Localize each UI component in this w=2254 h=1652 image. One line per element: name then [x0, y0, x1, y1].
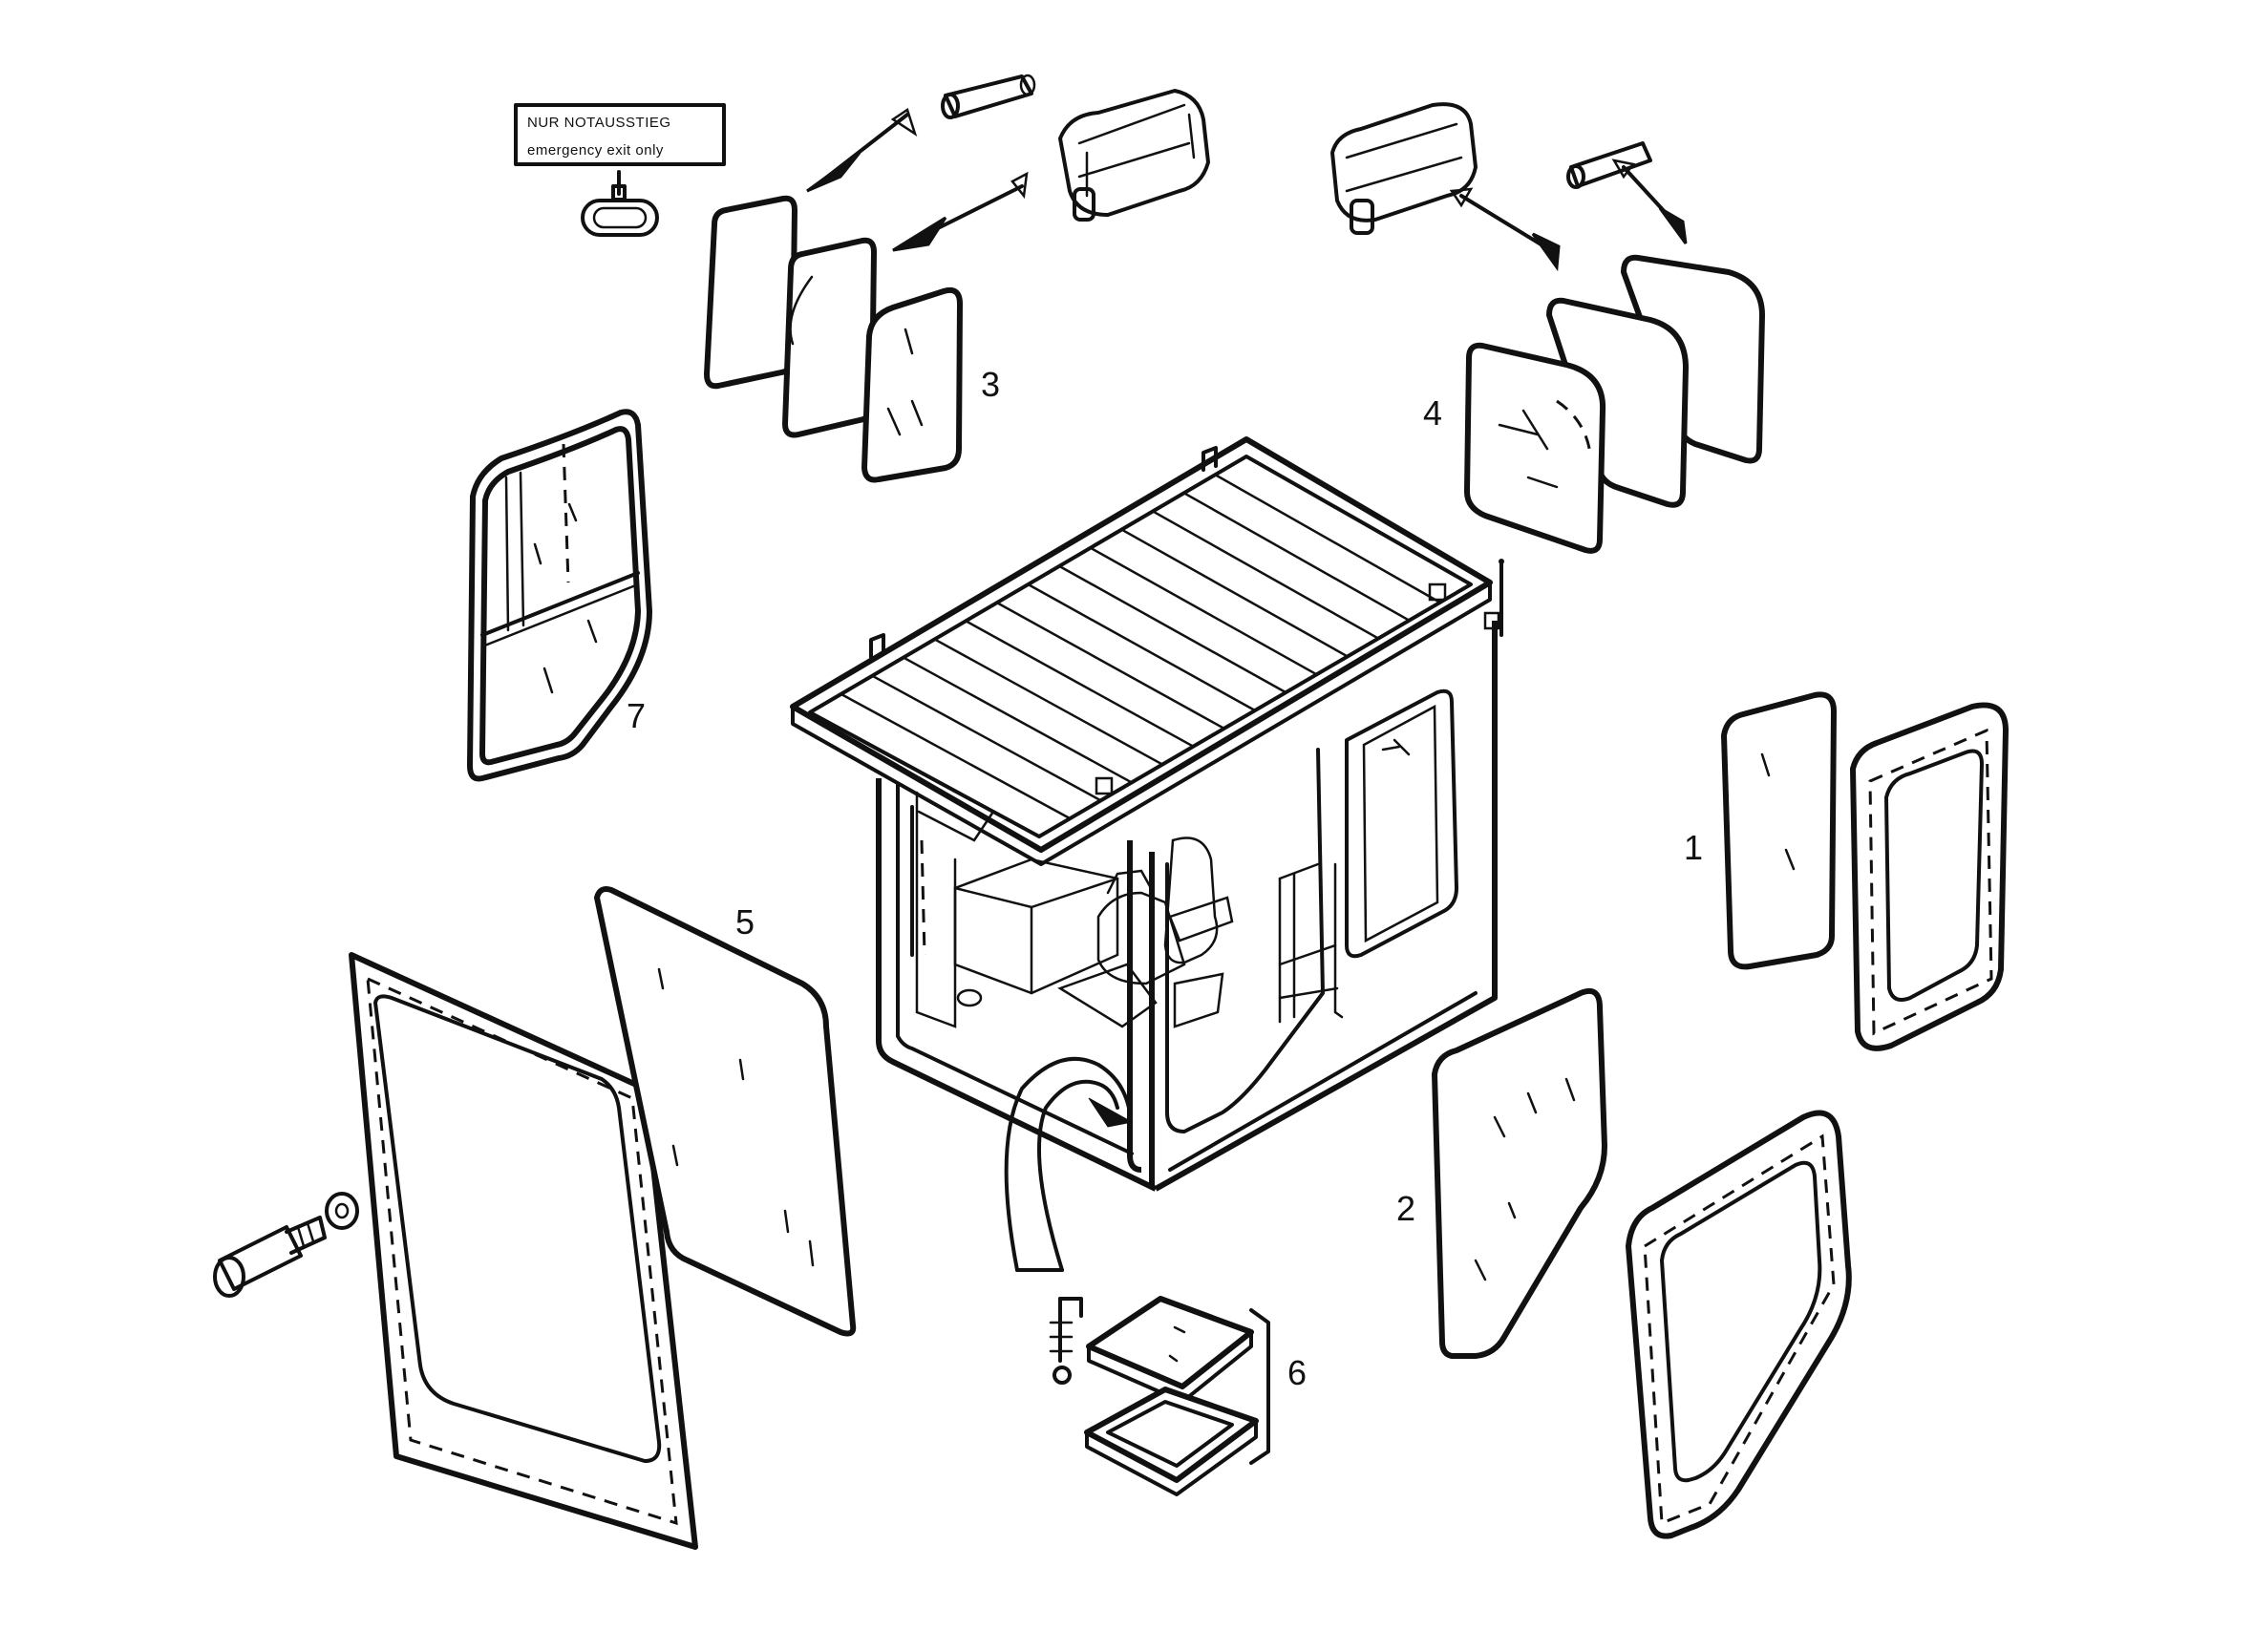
roof-slat	[964, 620, 1195, 748]
operator-seat	[1057, 837, 1234, 1028]
hatch-latch	[1049, 1297, 1083, 1385]
side-window-1-glass	[1721, 691, 1837, 970]
callout-6: 6	[1287, 1353, 1307, 1392]
window-group-7: 7	[467, 409, 652, 782]
rear-window-glass	[594, 886, 857, 1337]
rubber-seal-profile-right	[1330, 102, 1478, 235]
callout-4: 4	[1423, 393, 1442, 433]
roof-slat	[995, 601, 1225, 731]
callout-2: 2	[1396, 1189, 1415, 1228]
hatch-seal-frame	[1084, 1387, 1259, 1496]
door-window-2-glass	[1432, 987, 1607, 1359]
roof-slat	[1057, 564, 1287, 694]
window-group-1: 1	[1684, 691, 2009, 1051]
sign-text-line1: NUR NOTAUSSTIEG	[527, 115, 671, 131]
roof-slat	[1120, 528, 1350, 658]
roof-slat	[902, 656, 1134, 784]
roof-slat	[840, 692, 1072, 820]
callout-5: 5	[735, 902, 755, 942]
callout-3: 3	[981, 365, 1000, 404]
roof-slat	[1027, 582, 1257, 712]
roof-slat	[933, 638, 1164, 766]
operator-cab	[790, 436, 1504, 1272]
bolt-and-washer	[213, 1192, 359, 1298]
door-window-2-seal-frame	[1626, 1110, 1852, 1539]
window-group-4: 4	[1330, 102, 1765, 554]
roof-slat	[1151, 510, 1380, 640]
pane-4-front-glass	[1464, 342, 1606, 554]
pane-3-rear-seal	[704, 195, 797, 390]
roof-guard-slats	[840, 473, 1441, 820]
emergency-exit-handle	[581, 170, 659, 237]
roof-slat	[1089, 546, 1318, 676]
window-group-2: 2	[1396, 987, 1852, 1539]
window-group-3: 3	[704, 74, 1210, 483]
rubber-seal-profile-left	[1058, 89, 1210, 222]
hatch-glass	[1086, 1296, 1254, 1404]
roof-slat	[1182, 492, 1411, 622]
roof-slat	[1214, 473, 1441, 604]
window-group-6: 6	[1049, 1296, 1307, 1496]
seal-pin-right	[1566, 141, 1652, 189]
pane-3-front-glass	[861, 286, 963, 483]
rear-window-seal-frame	[349, 952, 698, 1550]
sign-text-line2: emergency exit only	[527, 142, 664, 159]
window-group-5: 5	[213, 886, 857, 1550]
pane-4-middle-seal	[1546, 297, 1689, 508]
callout-1: 1	[1684, 828, 1703, 867]
seal-pin-left	[941, 74, 1036, 119]
pane-3-middle-seal	[782, 237, 877, 438]
side-window-1-seal-frame	[1850, 702, 2009, 1051]
emergency-exit-sign: NUR NOTAUSSTIEG emergency exit only	[514, 103, 726, 166]
washer-hose	[1004, 1056, 1134, 1272]
callout-7: 7	[627, 696, 646, 735]
roof-slat	[871, 674, 1102, 802]
